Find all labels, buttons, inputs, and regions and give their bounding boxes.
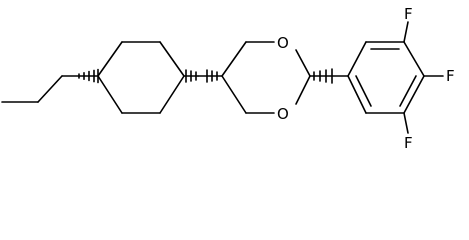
oxygen-top-label: O — [277, 34, 289, 52]
molecule-structure-diagram: O O F F F — [1, 5, 455, 152]
bond-ph-1 — [347, 41, 367, 77]
fluorine-bottom-label: F — [404, 134, 413, 152]
bond-ph-double-2 — [399, 75, 417, 107]
bond-dx-1 — [221, 41, 247, 77]
bond-dx-6 — [221, 75, 247, 114]
hashed-wedge-bond-cyclohexane — [185, 69, 197, 83]
cyclohexane-ring — [97, 41, 185, 114]
bond-propyl-2 — [37, 75, 63, 103]
atom-oxygen-top: O — [277, 34, 289, 52]
fluorine-substituents: F F F — [403, 5, 455, 152]
bond-dx-3 — [295, 49, 311, 77]
bond-ph-4 — [403, 75, 425, 114]
fluorine-top-label: F — [404, 5, 413, 23]
bond-f-top — [403, 21, 409, 43]
bond-cy-4 — [159, 75, 185, 114]
bond-f-bottom — [403, 112, 409, 134]
benzene-ring — [347, 41, 425, 114]
bond-cy-1 — [97, 41, 123, 77]
bond-ph-3 — [403, 41, 425, 77]
propyl-chain — [1, 75, 99, 103]
bond-cy-6 — [97, 75, 123, 114]
bond-dx-4 — [295, 75, 311, 105]
bond-cy-3 — [159, 41, 185, 77]
bond-ph-double-3 — [355, 75, 372, 107]
fluorine-right-label: F — [446, 67, 455, 85]
oxygen-bottom-label: O — [277, 105, 289, 123]
dioxane-ring — [221, 41, 311, 114]
hashed-wedge-bond-dioxane-c5 — [206, 69, 218, 83]
atom-oxygen-bottom: O — [277, 105, 289, 123]
bond-ph-6 — [347, 75, 367, 114]
